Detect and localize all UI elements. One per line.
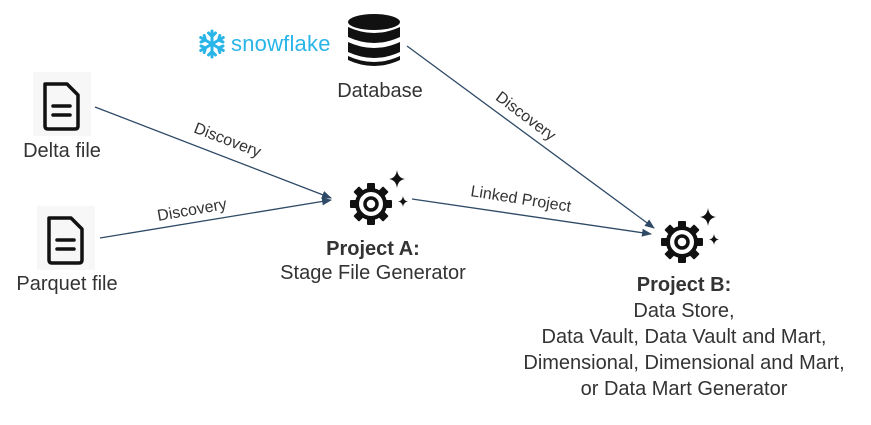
edge-parquet-to-project-a (99, 197, 332, 239)
parquet-file-node (37, 206, 95, 270)
project-b-line: Data Store, (633, 300, 735, 322)
edge-project-a-to-project-b (411, 198, 652, 237)
project-b-description: Data Store, Data Vault, Data Vault and M… (494, 298, 871, 402)
project-a-subtitle: Stage File Generator (280, 262, 466, 284)
project-b-line: Data Vault, Data Vault and Mart, (541, 326, 827, 348)
project-b-gear-sparkle-icon (661, 208, 719, 263)
snowflake-logo: snowflake (197, 28, 331, 60)
snowflake-wordmark: snowflake (231, 31, 331, 56)
snowflake-icon (199, 29, 225, 59)
delta-file-node (33, 72, 91, 136)
edge-delta-to-project-a (94, 106, 332, 199)
database-icon (348, 14, 400, 66)
delta-file-label: Delta file (23, 140, 101, 162)
database-label: Database (337, 80, 423, 102)
project-a-title: Project A: (326, 238, 420, 260)
parquet-file-label: Parquet file (16, 273, 118, 295)
project-b-line: Dimensional, Dimensional and Mart, (523, 352, 845, 374)
document-icon (47, 216, 84, 265)
project-a-gear-sparkle-icon (350, 170, 408, 225)
edge-database-to-project-b (406, 45, 655, 229)
project-b-title: Project B: (636, 274, 732, 296)
project-b-line: or Data Mart Generator (580, 378, 788, 400)
document-icon (43, 82, 80, 131)
